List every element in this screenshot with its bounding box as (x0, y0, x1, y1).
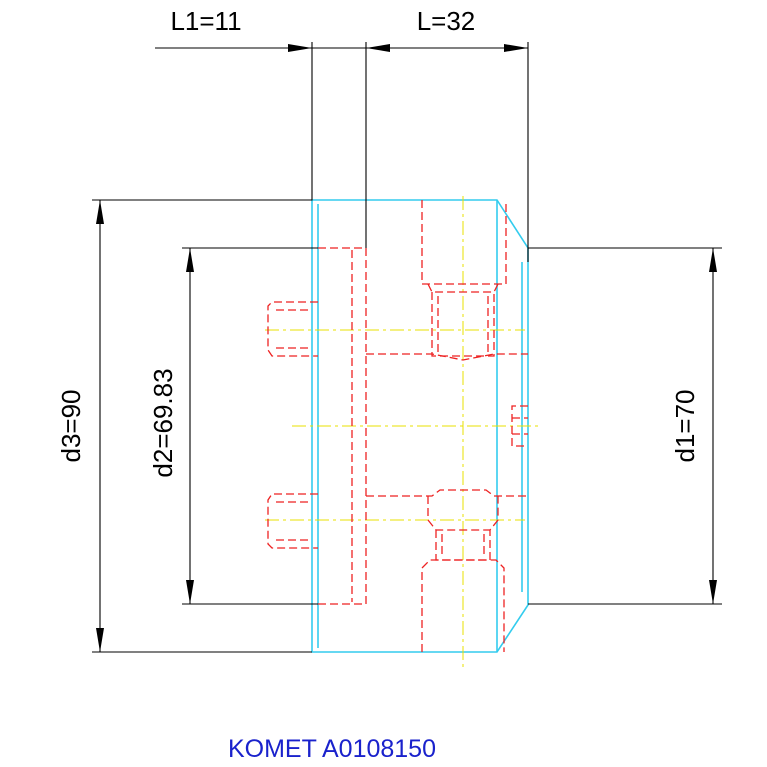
arrow-d3-top (96, 200, 104, 224)
arrow-d1-bottom (709, 580, 717, 604)
arrow-d2-bottom (186, 580, 194, 604)
dimension-label-L: L=32 (417, 6, 476, 36)
dimension-label-d3: d3=90 (56, 389, 86, 462)
arrow-d2-top (186, 248, 194, 272)
caption: KOMET A0108150 (228, 735, 436, 763)
arrow-L-left (366, 44, 390, 52)
dimension-lines (92, 42, 722, 653)
center-lines (265, 196, 542, 670)
arrow-L1 (288, 44, 312, 52)
dimension-label-d2: d2=69.83 (148, 368, 178, 477)
dimension-label-d1: d1=70 (670, 389, 700, 462)
dimension-label-L1: L1=11 (170, 6, 241, 36)
dimension-arrows (96, 44, 717, 652)
hidden-features (267, 200, 528, 652)
arrow-d3-bottom (96, 628, 104, 652)
arrow-L-right (504, 44, 528, 52)
arrow-d1-top (709, 248, 717, 272)
